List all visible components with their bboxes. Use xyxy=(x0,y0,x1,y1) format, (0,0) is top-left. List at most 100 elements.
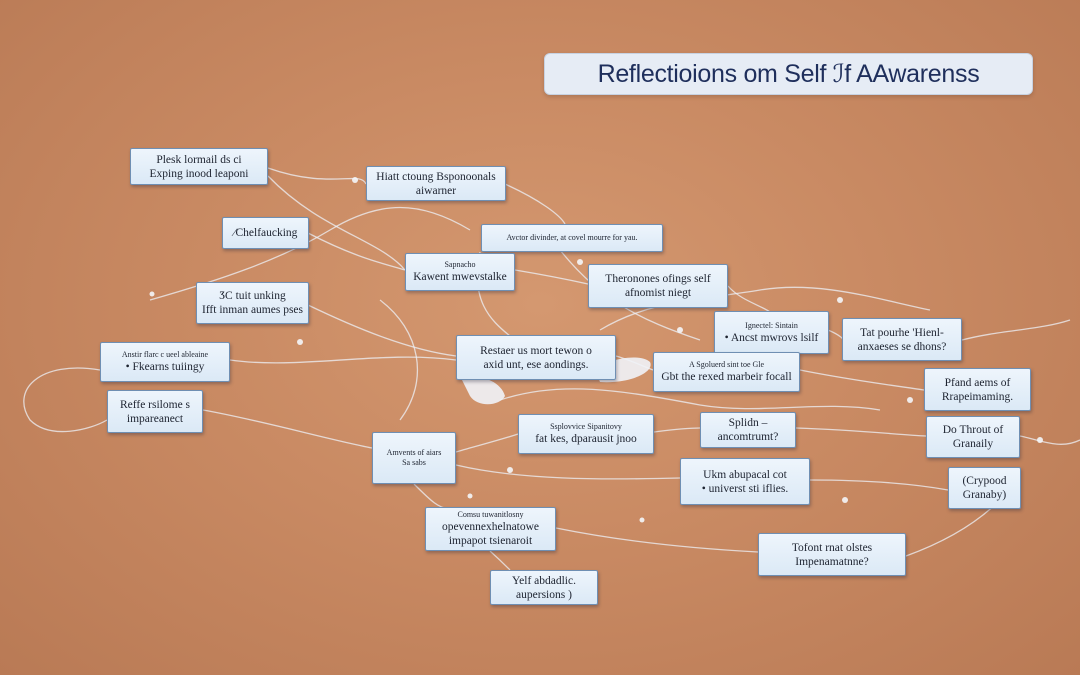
note-line: • Ancst mwrovs lsilf xyxy=(724,331,819,344)
link-line xyxy=(514,269,589,285)
link-line xyxy=(455,433,519,453)
link-line xyxy=(799,369,925,391)
link-line xyxy=(307,232,406,271)
note-line: aupersions ) xyxy=(516,588,572,601)
note-line: Ukm abupacal cot xyxy=(703,468,787,481)
note-line: Impenamatnne? xyxy=(795,555,869,568)
note-card[interactable]: ∕Chelfaucking xyxy=(222,217,309,249)
link-line xyxy=(23,367,108,433)
note-card[interactable]: Tat pourhe 'Hienl- anxaeses se dhons? xyxy=(842,318,962,361)
note-line: axid unt, ese aondings. xyxy=(483,358,589,371)
note-line: Ssplovvice Sipanitovy xyxy=(550,422,622,431)
note-line: Theronones ofings self xyxy=(605,273,711,285)
note-line: Splidn – xyxy=(728,417,768,429)
link-line xyxy=(599,286,931,331)
note-card[interactable]: (Crypood Granaby) xyxy=(948,467,1021,509)
link-line xyxy=(555,527,759,553)
note-card[interactable]: ӠC tuit unking Ifft inman aumes pses xyxy=(196,282,309,324)
note-line: • universt sti iflies. xyxy=(701,482,789,495)
link-node xyxy=(577,259,583,265)
link-line xyxy=(307,304,457,357)
link-node xyxy=(507,467,513,473)
note-card[interactable]: Avctor divinder, at covel mourre for yau… xyxy=(481,224,663,252)
link-line xyxy=(1019,435,1080,445)
link-line xyxy=(413,483,451,509)
note-line: Tofont rnat olstes xyxy=(791,541,873,554)
link-line xyxy=(499,388,881,411)
note-card[interactable]: Yelf abdadlic. aupersions ) xyxy=(490,570,598,605)
link-line xyxy=(229,356,457,364)
note-line: anxaeses se dhons? xyxy=(857,340,947,353)
note-line: Reffe rsilome s xyxy=(119,398,191,411)
link-line xyxy=(653,427,701,433)
link-line xyxy=(489,550,511,571)
note-line: Pfand aems of xyxy=(944,376,1011,389)
note-line: impareanect xyxy=(126,412,184,425)
note-line: Do Throut of xyxy=(942,424,1004,436)
link-node xyxy=(297,339,303,345)
note-line: Comsu tuwanitlosny xyxy=(457,510,524,519)
note-card[interactable]: Ignectel: Sintain • Ancst mwrovs lsilf xyxy=(714,311,829,354)
note-line: Sa sabs xyxy=(402,458,426,467)
link-node xyxy=(907,397,913,403)
note-line: Yelf abdadlic. xyxy=(512,574,576,587)
note-card[interactable]: Theronones ofings self afnomist niegt xyxy=(588,264,728,308)
note-card[interactable]: Ssplovvice Sipanitovy fat kes, dparausit… xyxy=(518,414,654,454)
note-card[interactable]: Comsu tuwanitlosny opevennexhelnatowe im… xyxy=(425,507,556,551)
note-card[interactable]: A Sgoluerd sint toe Gle Gbt the rexed ma… xyxy=(653,352,800,392)
note-line: Sapnacho xyxy=(444,260,476,269)
note-line: ∕Chelfaucking xyxy=(233,227,298,239)
link-line xyxy=(727,285,771,313)
note-line: opevennexhelnatowe xyxy=(441,521,540,533)
link-line xyxy=(267,175,406,271)
note-line: Avctor divinder, at covel mourre for yau… xyxy=(506,233,638,242)
note-card[interactable]: Plesk lormail ds ci Exping inood leaponi xyxy=(130,148,268,185)
note-card[interactable]: Amvents of aiars Sa sabs xyxy=(372,432,456,484)
note-line: Hiatt ctoung Bsponoonals xyxy=(376,170,496,183)
note-line: ancomtrumt? xyxy=(717,431,779,443)
link-node xyxy=(639,517,645,523)
note-line: • Fkearns tuiingy xyxy=(125,361,205,373)
note-card[interactable]: Restaer us mort tewon o axid unt, ese ao… xyxy=(456,335,616,380)
note-card[interactable]: Pfand aems of Rrapeimaming. xyxy=(924,368,1031,411)
note-card[interactable]: Ukm abupacal cot • universt sti iflies. xyxy=(680,458,810,505)
note-line: Rrapeimaming. xyxy=(941,390,1014,403)
note-line: Amvents of aiars xyxy=(386,448,442,457)
note-line: aiwarner xyxy=(415,184,457,197)
link-node xyxy=(352,177,358,183)
page-title-bar: Reflectioions om Self ℐf AAwarenss xyxy=(544,53,1033,95)
link-line xyxy=(827,329,844,341)
note-card[interactable]: Hiatt ctoung Bsponoonals aiwarner xyxy=(366,166,506,201)
note-line: Granaby) xyxy=(962,489,1007,501)
note-line: Exping inood leaponi xyxy=(149,167,249,180)
link-node xyxy=(842,497,848,503)
note-line: Plesk lormail ds ci xyxy=(156,153,242,166)
note-card[interactable]: Reffe rsilome s impareanect xyxy=(107,390,203,433)
link-line xyxy=(202,409,373,449)
note-card[interactable]: Anstir flarc c ueel ableaine • Fkearns t… xyxy=(100,342,230,382)
link-line xyxy=(795,427,927,437)
note-line: Kawent mwevstalke xyxy=(413,271,507,283)
link-line xyxy=(455,464,681,480)
note-line: Anstir flarc c ueel ableaine xyxy=(121,350,209,359)
note-line: Ignectel: Sintain xyxy=(745,320,798,330)
link-line xyxy=(961,319,1071,341)
note-line: Restaer us mort tewon o xyxy=(480,344,592,357)
note-card[interactable]: Splidn – ancomtrumt? xyxy=(700,412,796,448)
link-node xyxy=(837,297,843,303)
link-line xyxy=(504,183,566,225)
note-line: (Crypood xyxy=(962,475,1007,487)
note-line: ӠC tuit unking xyxy=(219,290,286,302)
link-line xyxy=(149,206,471,301)
link-node xyxy=(467,493,473,499)
note-card[interactable]: Sapnacho Kawent mwevstalke xyxy=(405,253,515,291)
note-line: Gbt the rexed marbeir focall xyxy=(661,371,792,383)
note-line: Granaily xyxy=(952,438,994,450)
note-line: Ifft inman aumes pses xyxy=(201,304,304,316)
note-card[interactable]: Tofont rnat olstes Impenamatnne? xyxy=(758,533,906,576)
note-card[interactable]: Do Throut of Granaily xyxy=(926,416,1020,458)
link-node xyxy=(149,291,155,297)
link-line xyxy=(267,167,367,185)
link-node xyxy=(677,327,683,333)
